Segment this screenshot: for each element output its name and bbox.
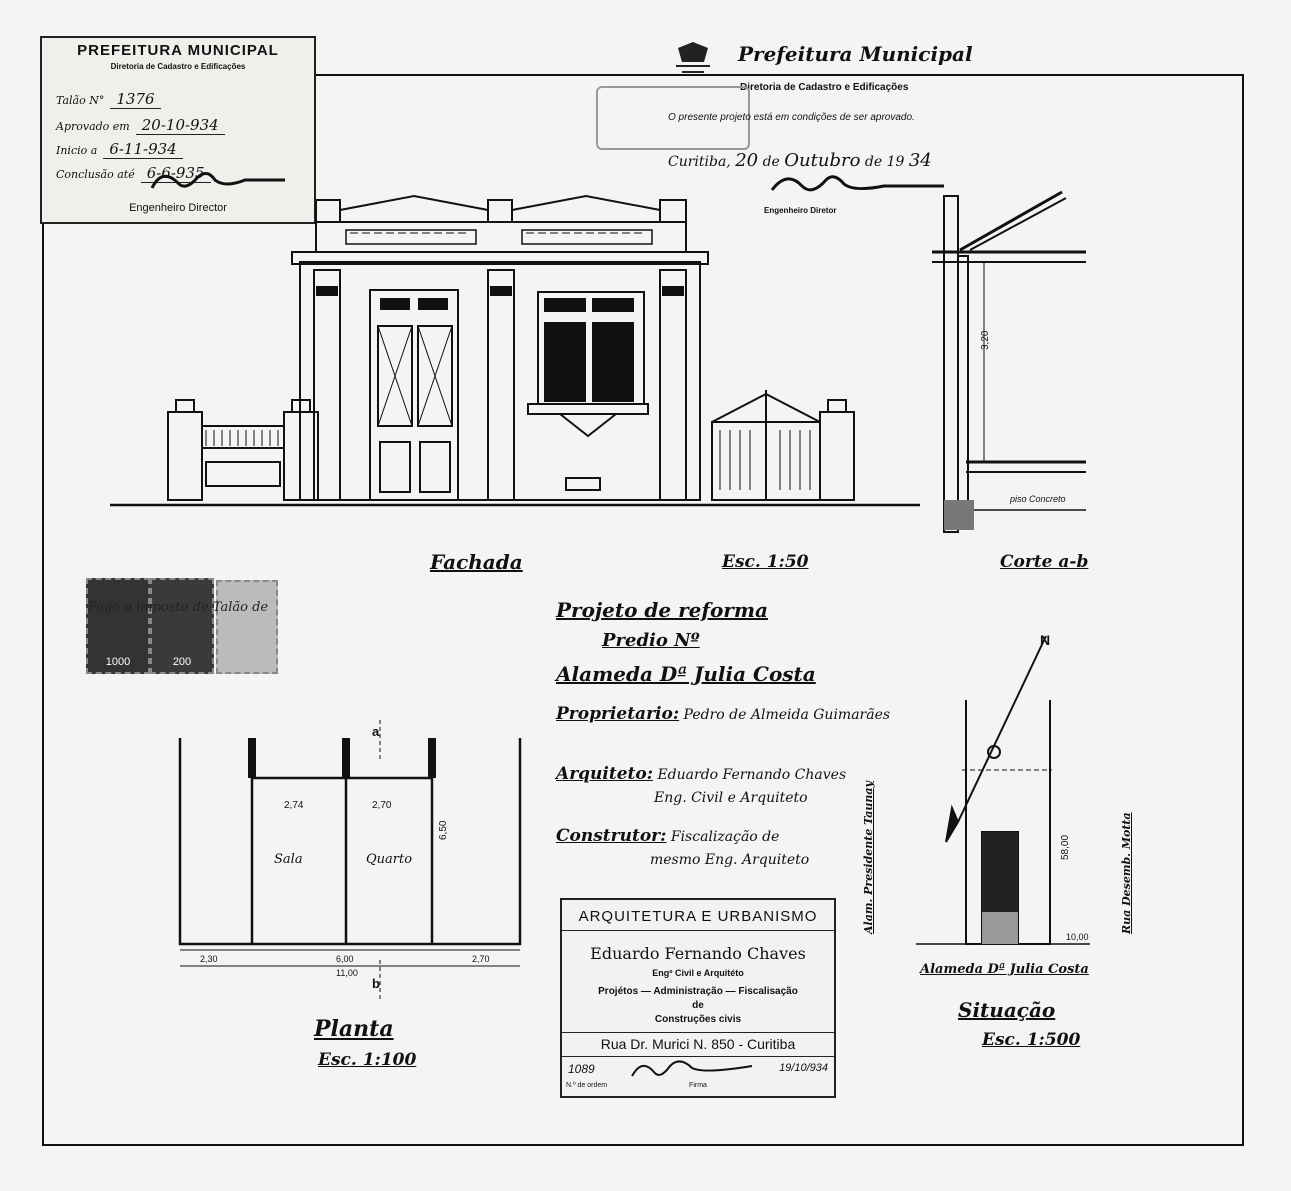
room-sala: Sala [274, 852, 303, 867]
drawing-frame [42, 74, 1244, 1146]
plan-dim-total: 11,00 [336, 968, 358, 978]
received-stamp [596, 86, 750, 150]
owner-line: Proprietario: Pedro de Almeida Guimarães [556, 704, 891, 724]
site-depth-dim: 58,00 [1060, 834, 1071, 860]
room-quarto: Quarto [366, 852, 413, 867]
stamp-signature [150, 172, 285, 189]
stamps-cancel-text: Pago o imposto de Talão de [88, 600, 269, 615]
titleblock-number: 1089 [568, 1062, 595, 1076]
municipal-emblem-icon [668, 40, 718, 80]
building-number: Predio Nº [602, 630, 700, 651]
plan-dim-top-1: 2,74 [284, 800, 304, 811]
plan-label: Planta [314, 1016, 394, 1042]
stamp-engineer: Engenheiro Director [129, 202, 227, 214]
titleblock-footer-left: N.º de ordem [566, 1082, 608, 1089]
titleblock-construction: Construções civis [654, 1014, 742, 1025]
section-concrete-note: piso Concreto [1010, 494, 1066, 504]
revenue-stamp-1: 1000 [86, 578, 150, 674]
section-label: Corte a-b [1000, 552, 1089, 572]
plan-dim-bottom-1: 2,30 [200, 954, 218, 964]
titleblock-title: ARQUITETURA E URBANISMO [578, 908, 818, 925]
titleblock-address: Rua Dr. Murici N. 850 - Curitiba [600, 1036, 796, 1052]
north-arrow-icon: N [1040, 632, 1051, 648]
architect-line: Arquiteto: Eduardo Fernando Chaves [556, 764, 847, 784]
project-title: Projeto de reforma [556, 598, 768, 622]
titleblock-role: Engº Civil e Arquitéto [652, 968, 744, 978]
revenue-stamp-2: 200 [150, 578, 214, 674]
approval-date: Curitiba, 20 de Outubro de 19 34 [668, 150, 932, 171]
stamp-title: PREFEITURA MUNICIPAL [77, 42, 279, 59]
titleblock-signature [631, 1060, 753, 1077]
site-label: Situação [958, 998, 1056, 1022]
approval-title: Prefeitura Municipal [738, 42, 973, 66]
site-street-right: Rua Desemb. Motta [1120, 812, 1133, 934]
site-street-left: Alam. Presidente Taunay [862, 781, 875, 934]
street-address: Alameda Dª Julia Costa [556, 662, 816, 686]
site-street-bottom: Alameda Dª Julia Costa [920, 962, 1089, 977]
builder-line: Construtor: Fiscalização de [556, 826, 780, 846]
plan-dim-bottom-3: 2,70 [472, 954, 490, 964]
site-scale: Esc. 1:500 [982, 1030, 1081, 1050]
registration-stamp: PREFEITURA MUNICIPAL Diretoria de Cadast… [40, 36, 316, 224]
approval-text: O presente projeto está em condições de … [668, 112, 915, 123]
plan-dim-bottom-2: 6,00 [336, 954, 354, 964]
titleblock-date: 19/10/934 [779, 1062, 828, 1074]
revenue-stamp-3 [216, 580, 278, 674]
titleblock-footer-mid: Firma [689, 1082, 707, 1089]
plan-scale: Esc. 1:100 [318, 1050, 417, 1070]
stamp-subtitle: Diretoria de Cadastro e Edificações [110, 62, 246, 71]
approval-engineer: Engenheiro Diretor [764, 206, 837, 215]
stamp-talao: Talão N°1376 [56, 90, 161, 109]
architect-subtitle: Eng. Civil e Arquiteto [654, 790, 808, 806]
facade-scale: Esc. 1:50 [722, 552, 809, 572]
title-block: ARQUITETURA E URBANISMO Eduardo Fernando… [560, 898, 836, 1098]
facade-label: Fachada [430, 550, 523, 574]
titleblock-name: Eduardo Fernando Chaves [590, 944, 806, 963]
plan-dim-top-2: 2,70 [372, 800, 392, 811]
approval-subtitle: Diretoria de Cadastro e Edificações [740, 82, 909, 93]
titleblock-de: de [692, 1000, 704, 1011]
titleblock-services: Projétos — Administração — Fiscalisação [598, 986, 798, 997]
plan-section-marker-a: a [372, 724, 380, 739]
plan-section-marker-b: b [372, 976, 380, 991]
site-width-dim: 10,00 [1066, 932, 1089, 942]
builder-subtitle: mesmo Eng. Arquiteto [650, 852, 810, 868]
